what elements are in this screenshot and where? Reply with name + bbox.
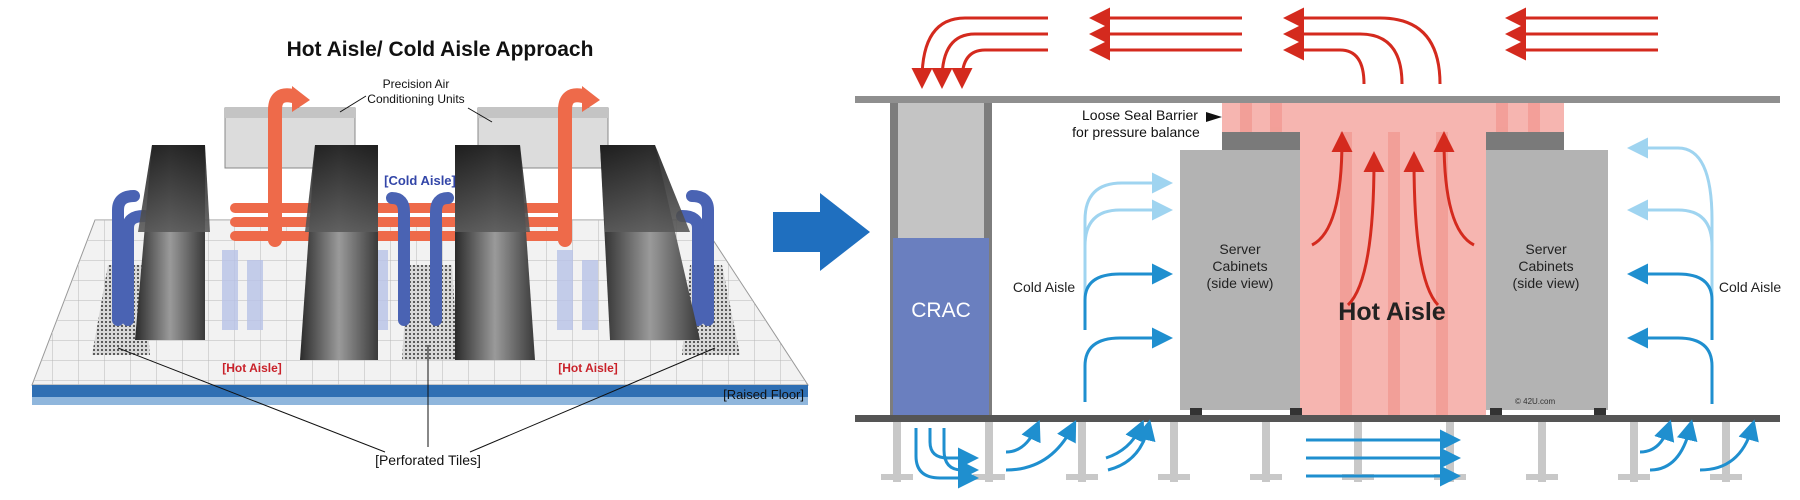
hot-aisle-label-right: [Hot Aisle] xyxy=(558,361,618,375)
hot-aisle-label-left: [Hot Aisle] xyxy=(222,361,282,375)
server-left-label-2: Cabinets xyxy=(1212,258,1267,274)
barrier-label-2: for pressure balance xyxy=(1072,124,1200,140)
barrier-label-1: Loose Seal Barrier xyxy=(1082,107,1198,123)
server-cabinet-4 xyxy=(600,145,700,340)
arrow-right-icon xyxy=(773,193,870,271)
left-panel: Hot Aisle/ Cold Aisle Approach [Raised F… xyxy=(31,38,809,468)
precision-ac-pointer-right xyxy=(467,107,493,123)
cold-aisle-right-arrows xyxy=(1627,137,1714,404)
perforated-pointer-right xyxy=(469,347,716,453)
raised-floor-slab-shadow xyxy=(32,397,808,405)
perforated-tiles-label: [Perforated Tiles] xyxy=(375,452,481,468)
hot-zone-stripes xyxy=(1240,102,1540,417)
perforated-pointer-left xyxy=(117,347,386,453)
server-cabinet-right-top xyxy=(1486,132,1564,150)
cold-aisle-left-label: Cold Aisle xyxy=(1013,279,1075,295)
cold-aisle-right-label: Cold Aisle xyxy=(1719,279,1781,295)
crac-label: CRAC xyxy=(911,299,971,322)
server-cabinet-2 xyxy=(300,145,378,360)
right-panel: CRAC Server Cabinets (side view) Server … xyxy=(855,7,1781,489)
server-right-label-1: Server xyxy=(1525,241,1567,257)
server-cabinet-3 xyxy=(455,145,535,360)
crac-upper xyxy=(898,103,984,238)
hot-aisle-rising-arrows xyxy=(1311,131,1475,307)
server-left-label-1: Server xyxy=(1219,241,1261,257)
raised-floor-label: [Raised Floor] xyxy=(723,387,804,402)
server-right-label-2: Cabinets xyxy=(1518,258,1573,274)
barrier-pointer-icon xyxy=(1206,112,1222,122)
server-right-label-3: (side view) xyxy=(1513,275,1580,291)
precision-ac-pointer-left xyxy=(339,95,367,113)
hot-return-arrows xyxy=(911,7,1658,89)
hot-air-arrowhead-left xyxy=(292,86,310,112)
precision-ac-label-2: Conditioning Units xyxy=(367,92,464,106)
server-left-label-3: (side view) xyxy=(1207,275,1274,291)
raised-floor-slab xyxy=(32,385,808,397)
underfloor-supply-arrows xyxy=(914,419,1759,489)
precision-ac-label-1: Precision Air xyxy=(383,77,450,91)
left-title: Hot Aisle/ Cold Aisle Approach xyxy=(287,38,594,61)
cold-aisle-label: [Cold Aisle] xyxy=(384,173,456,188)
server-cabinet-left xyxy=(1180,150,1300,410)
raised-floor-bar xyxy=(855,415,1780,422)
ceiling-plenum-bar xyxy=(855,96,1780,103)
hot-aisle-label: Hot Aisle xyxy=(1338,298,1446,326)
server-cabinet-left-top xyxy=(1222,132,1300,150)
copyright-label: © 42U.com xyxy=(1515,397,1555,406)
server-cabinet-1 xyxy=(135,145,210,340)
crac-unit xyxy=(893,238,989,415)
hot-air-arrowhead-right xyxy=(582,86,600,112)
cabinet-feet xyxy=(1190,408,1606,415)
cold-aisle-left-arrows xyxy=(1083,172,1173,402)
server-cabinet-right xyxy=(1486,150,1608,410)
